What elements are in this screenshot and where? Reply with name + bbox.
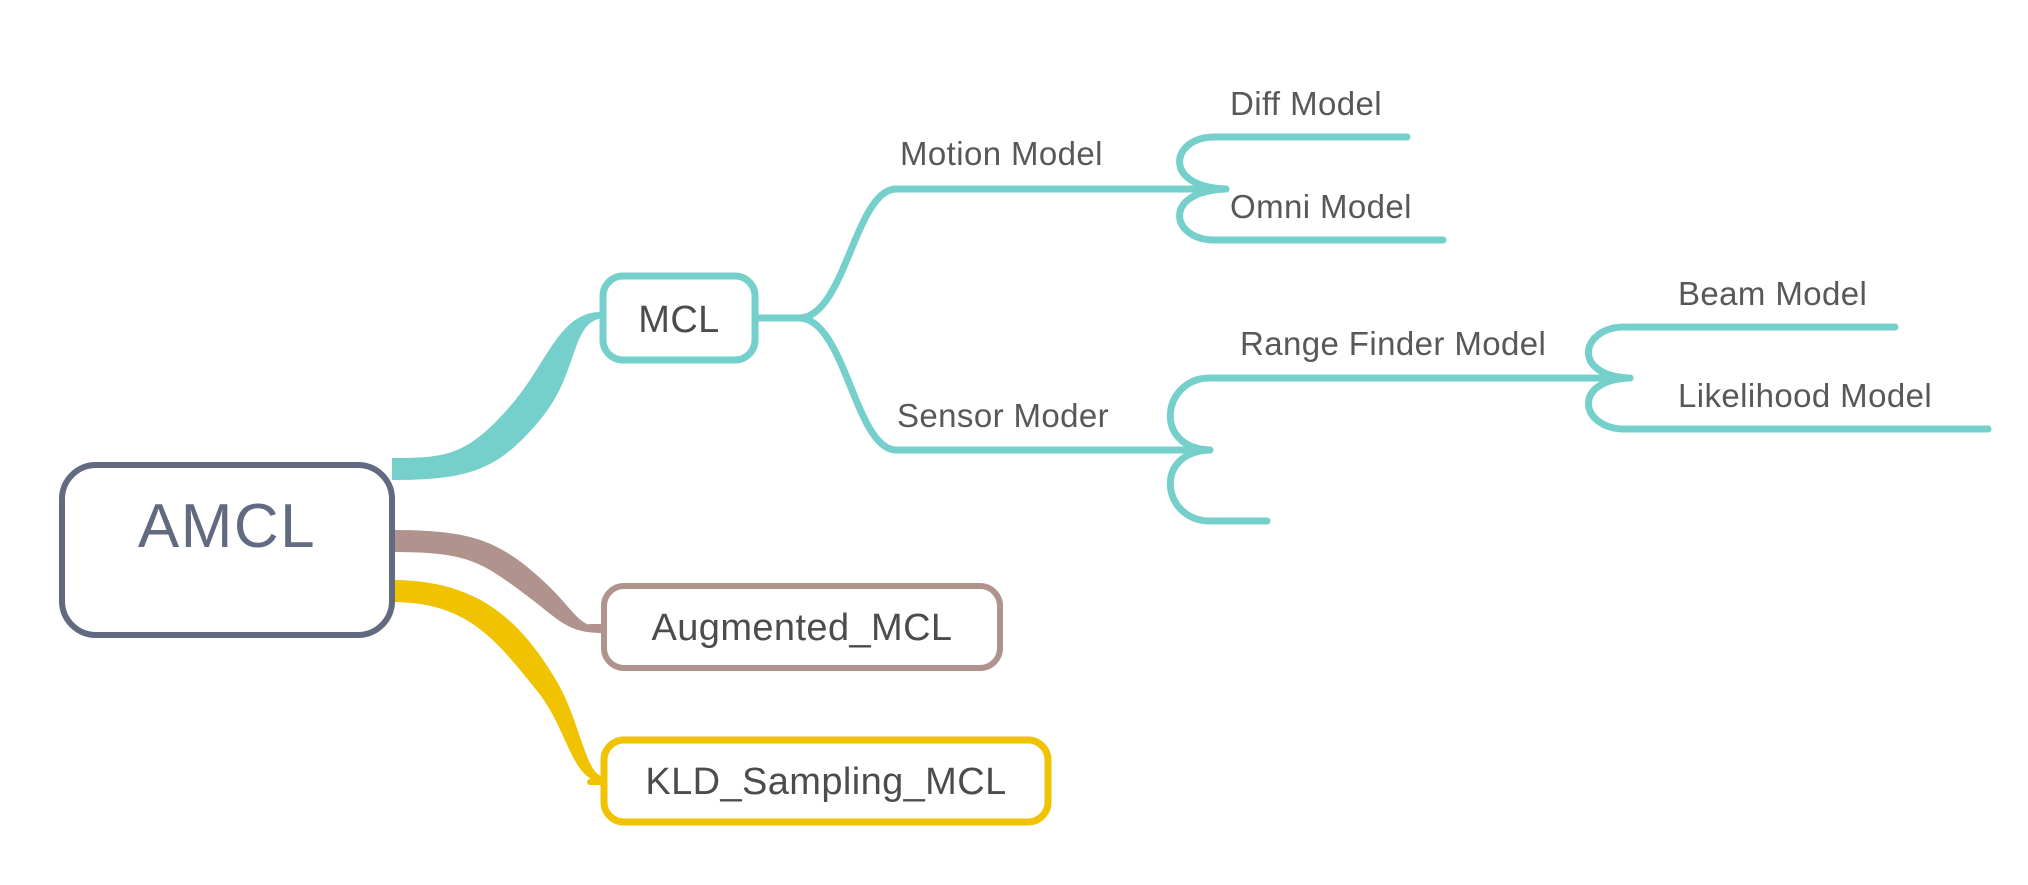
connector-root-to-augmented-mcl xyxy=(392,530,603,633)
branch-label-omni-model[interactable]: Omni Model xyxy=(1230,188,1412,225)
branch-label-beam-model[interactable]: Beam Model xyxy=(1678,275,1867,312)
node-mcl[interactable]: MCL xyxy=(599,272,759,364)
node-augmented-mcl-label: Augmented_MCL xyxy=(652,607,953,649)
connector-root-to-kld-sampling-mcl xyxy=(392,580,603,782)
connector-root-to-mcl xyxy=(392,311,603,480)
connector-sensor-moder-to-empty-node xyxy=(1166,446,1271,525)
connector-motion-model-to-omni-model xyxy=(1176,185,1447,244)
node-amcl-box xyxy=(59,462,395,638)
connector-mcl-to-motion-model xyxy=(796,185,1230,322)
connector-sensor-moder-to-range-finder-model xyxy=(1166,374,1634,454)
node-augmented-mcl[interactable]: Augmented_MCL xyxy=(601,583,1003,671)
branch-label-range-finder-model[interactable]: Range Finder Model xyxy=(1240,325,1546,362)
connector-mcl-to-sensor-moder xyxy=(796,314,1214,454)
branch-label-diff-model[interactable]: Diff Model xyxy=(1230,85,1382,122)
branch-label-motion-model[interactable]: Motion Model xyxy=(900,135,1103,172)
branch-label-sensor-moder[interactable]: Sensor Moder xyxy=(897,397,1109,434)
node-amcl[interactable]: AMCL xyxy=(59,462,395,638)
branch-label-likelihood-model[interactable]: Likelihood Model xyxy=(1678,377,1932,414)
node-amcl-label: AMCL xyxy=(138,492,316,561)
connector-motion-model-to-diff-model xyxy=(1176,133,1411,193)
connector-range-finder-model-to-beam-model xyxy=(1585,323,1899,382)
node-mcl-box xyxy=(599,272,759,364)
node-kld-sampling-mcl-label: KLD_Sampling_MCL xyxy=(645,761,1006,803)
node-kld-sampling-mcl-box xyxy=(600,736,1052,826)
node-augmented-mcl-box xyxy=(601,583,1003,671)
node-mcl-label: MCL xyxy=(638,299,719,341)
node-kld-sampling-mcl[interactable]: KLD_Sampling_MCL xyxy=(600,736,1052,826)
connector-range-finder-model-to-likelihood-model xyxy=(1585,374,1992,433)
